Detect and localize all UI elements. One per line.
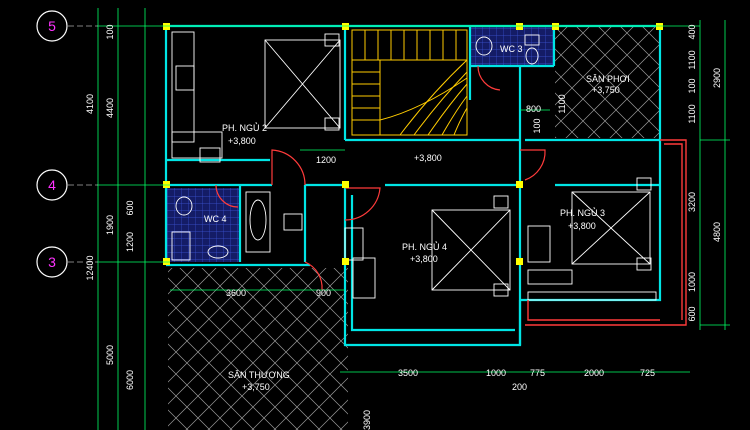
dim-inner-4: 900 — [316, 288, 331, 298]
dim-bottom-0: 3500 — [398, 368, 418, 378]
room-bed3-level: +3,800 — [568, 221, 596, 231]
hall-level: +3,800 — [414, 153, 442, 163]
dim-right-inner-3: 1100 — [687, 104, 697, 123]
axis-bubble-3: 3 — [36, 246, 68, 278]
dim-right-inner-5: 1000 — [687, 272, 697, 292]
wc3-floor — [470, 26, 554, 66]
dim-bottom-2: 775 — [530, 368, 545, 378]
dim-right-outer-1: 4800 — [712, 222, 722, 242]
room-sanphoi-name: SÂN PHƠI — [586, 74, 630, 84]
room-santhuong-level: +3,750 — [242, 382, 270, 392]
walls — [164, 24, 662, 347]
dim-bottom-5: 200 — [512, 382, 527, 392]
axis-lines — [68, 25, 98, 263]
dim-left-mid-3: 6000 — [125, 370, 135, 390]
san-thuong-hatch — [168, 268, 348, 430]
room-santhuong-name: SÂN THƯỢNG — [228, 370, 290, 380]
svg-text:5: 5 — [48, 18, 56, 34]
dim-inner-5: 1100 — [557, 94, 567, 113]
railings — [525, 139, 687, 326]
room-bed2-level: +3,800 — [228, 136, 256, 146]
dim-bottom-vertical: 3900 — [362, 410, 372, 430]
columns — [163, 23, 663, 265]
room-bed2-name: PH. NGỦ 2 — [222, 122, 267, 133]
wc4-floor — [166, 188, 240, 262]
room-wc3-name: WC 3 — [500, 44, 523, 54]
dim-left-outer-3: 5000 — [105, 345, 115, 365]
dim-right-outer-0: 2900 — [712, 68, 722, 88]
staircase — [351, 29, 468, 136]
dim-right-inner-2: 100 — [687, 78, 697, 93]
dim-left-outer-0: 100 — [105, 24, 115, 39]
axis-bubble-4: 4 — [36, 169, 68, 201]
dim-right-inner-6: 600 — [687, 306, 697, 321]
dim-bottom-3: 2000 — [584, 368, 604, 378]
svg-text:3: 3 — [48, 254, 56, 270]
dim-left-mid-2: 1200 — [125, 232, 135, 252]
san-phoi-hatch — [555, 26, 659, 138]
dim-inner-0: 1200 — [316, 155, 336, 165]
dim-right-inner-4: 3200 — [687, 192, 697, 212]
room-sanphoi-level: +3,750 — [592, 85, 620, 95]
doors — [215, 65, 546, 291]
dimension-lines — [97, 8, 730, 430]
dim-left-total: 12400 — [85, 255, 95, 280]
axis-bubble-5: 5 — [36, 10, 68, 42]
room-bed4-name: PH. NGỦ 4 — [402, 241, 447, 252]
dim-right-inner-0: 400 — [687, 24, 697, 39]
dim-left-outer-2: 1900 — [105, 215, 115, 235]
dim-inner-3: 3600 — [226, 288, 246, 298]
dim-inner-1: 800 — [526, 104, 541, 114]
room-wc4-name: WC 4 — [204, 214, 227, 224]
room-bed4-level: +3,800 — [410, 254, 438, 264]
dim-inner-2: 100 — [532, 118, 542, 133]
dim-right-inner-1: 1100 — [687, 50, 697, 69]
dim-left-mid-0: 4100 — [85, 94, 95, 114]
dim-bottom-1: 1000 — [486, 368, 506, 378]
dim-bottom-4: 725 — [640, 368, 655, 378]
dim-left-mid-1: 600 — [125, 200, 135, 215]
furniture — [171, 31, 657, 301]
svg-text:4: 4 — [48, 177, 56, 193]
dim-left-outer-1: 4400 — [105, 98, 115, 118]
room-bed3-name: PH. NGỦ 3 — [560, 207, 605, 218]
